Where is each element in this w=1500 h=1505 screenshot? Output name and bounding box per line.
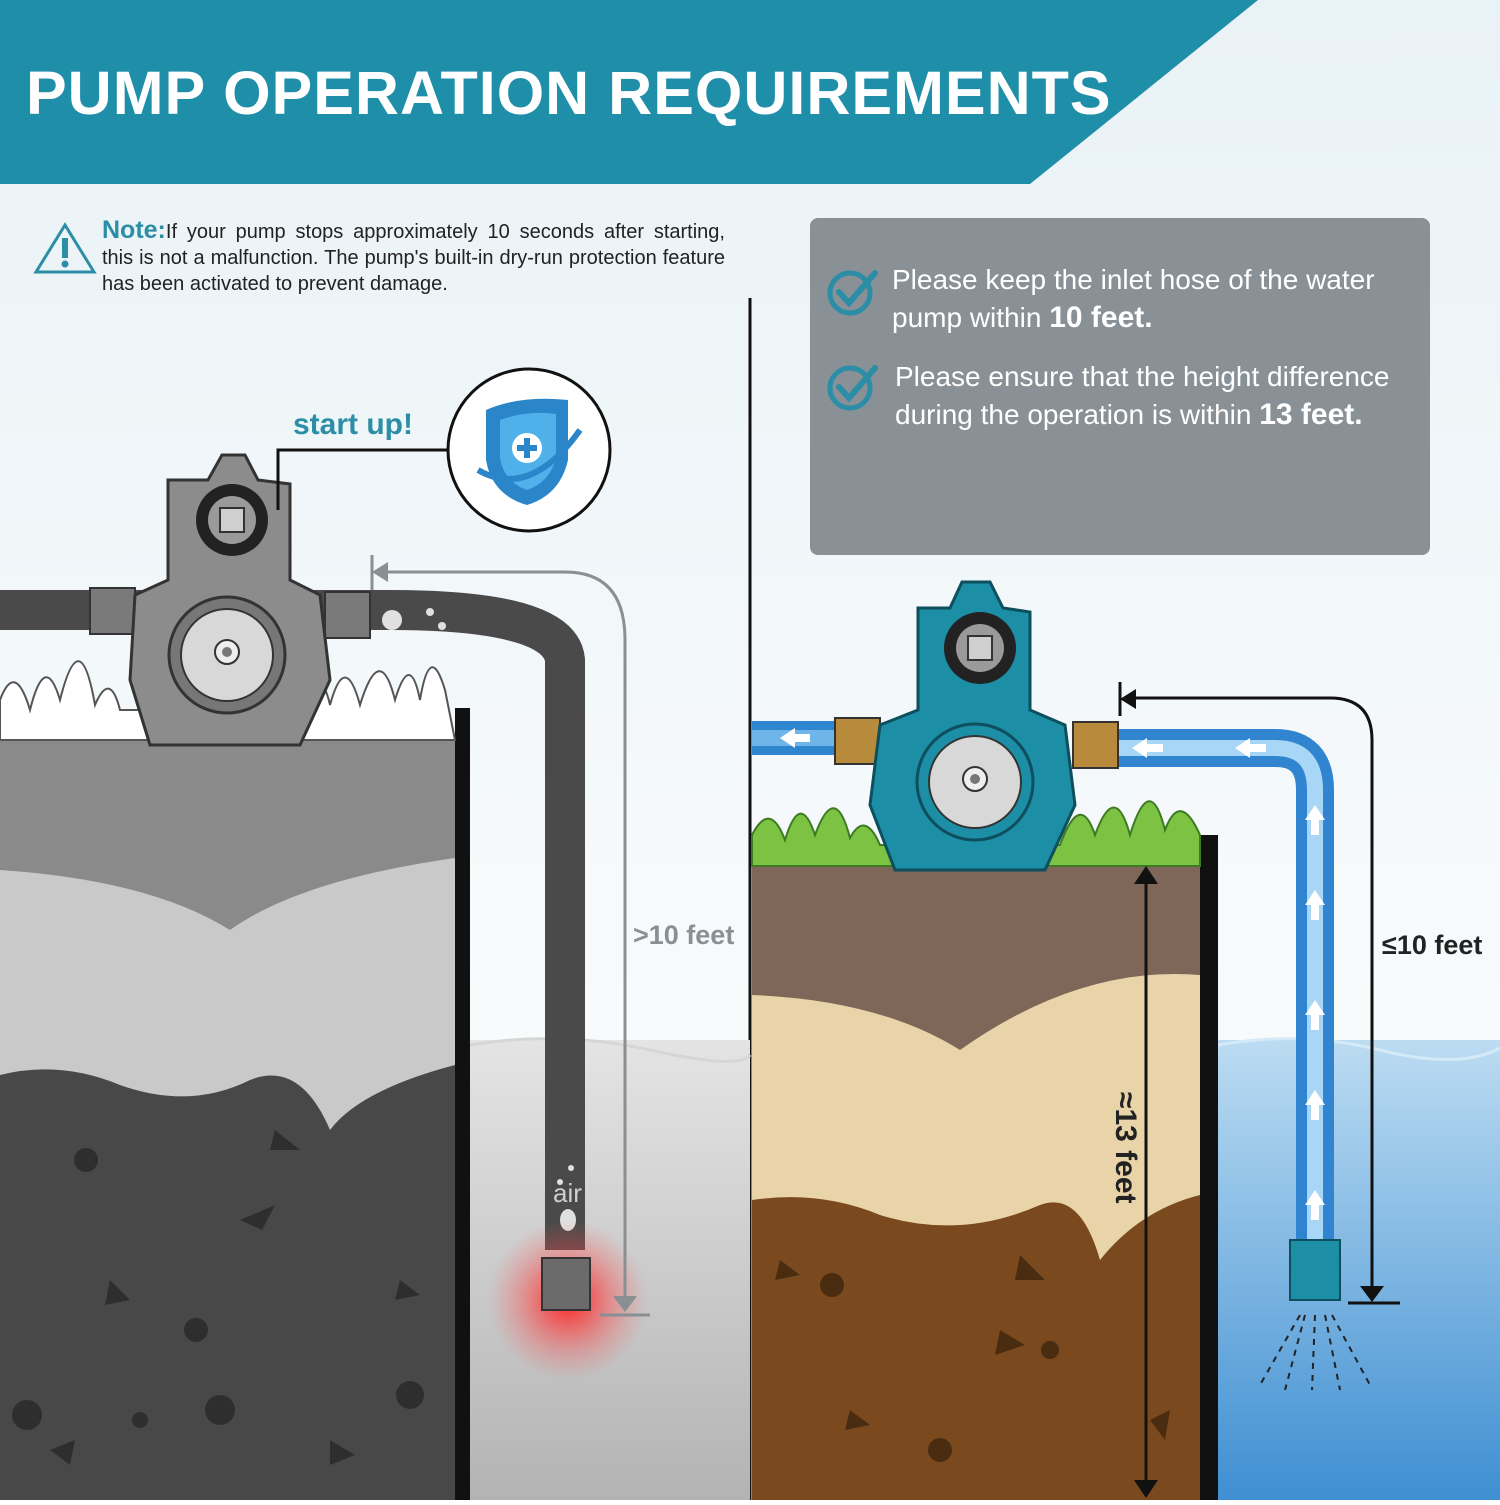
check-icon [827, 270, 878, 316]
check-icon [827, 365, 878, 411]
height-label: ≈13 feet [1109, 1092, 1142, 1204]
requirement-1-value: 10 feet. [1049, 301, 1153, 334]
requirements-box [810, 218, 1430, 555]
water-spray [1259, 1314, 1371, 1391]
right-pump [834, 580, 1119, 872]
left-pump [89, 453, 371, 747]
requirement-2-text: Please ensure that the height difference… [895, 361, 1390, 430]
header-band [0, 0, 1258, 184]
air-label: air [553, 1178, 582, 1208]
flow-arrows [780, 728, 1325, 1220]
requirement-2-value: 13 feet. [1259, 398, 1363, 431]
page-title: PUMP OPERATION REQUIREMENTS [26, 59, 1112, 127]
right-dimension-line [1329, 696, 1374, 1295]
warning-icon [33, 222, 97, 274]
note-text: If your pump stops approximately 10 seco… [102, 221, 725, 295]
requirement-1-text: Please keep the inlet hose of the water … [892, 264, 1375, 333]
right-water [1218, 1040, 1500, 1500]
right-bedrock [752, 1195, 1200, 1500]
left-wall [455, 708, 470, 1500]
startup-label: start up! [293, 408, 413, 441]
right-topsoil [752, 866, 1200, 1050]
left-dimension-line [564, 570, 627, 1305]
left-topsoil [0, 740, 455, 930]
right-scene [751, 580, 1500, 1500]
left-scene [0, 367, 752, 1500]
shield-icon [476, 398, 583, 505]
left-hose [0, 590, 585, 1250]
callout-leader [276, 448, 450, 510]
left-foot-valve [541, 1257, 591, 1311]
left-distance-label: >10 feet [633, 920, 735, 950]
requirement-2: Please ensure that the height difference… [895, 358, 1415, 434]
requirement-1: Please keep the inlet hose of the water … [892, 261, 1402, 337]
note-label: Note: [102, 216, 166, 244]
grass [751, 800, 1201, 867]
left-bedrock [0, 1065, 455, 1500]
right-wall [1200, 835, 1218, 1500]
dry-run-note: Note:If your pump stops approximately 10… [102, 216, 725, 297]
right-foot-valve [1289, 1239, 1341, 1301]
right-distance-label: ≤10 feet [1382, 930, 1483, 960]
